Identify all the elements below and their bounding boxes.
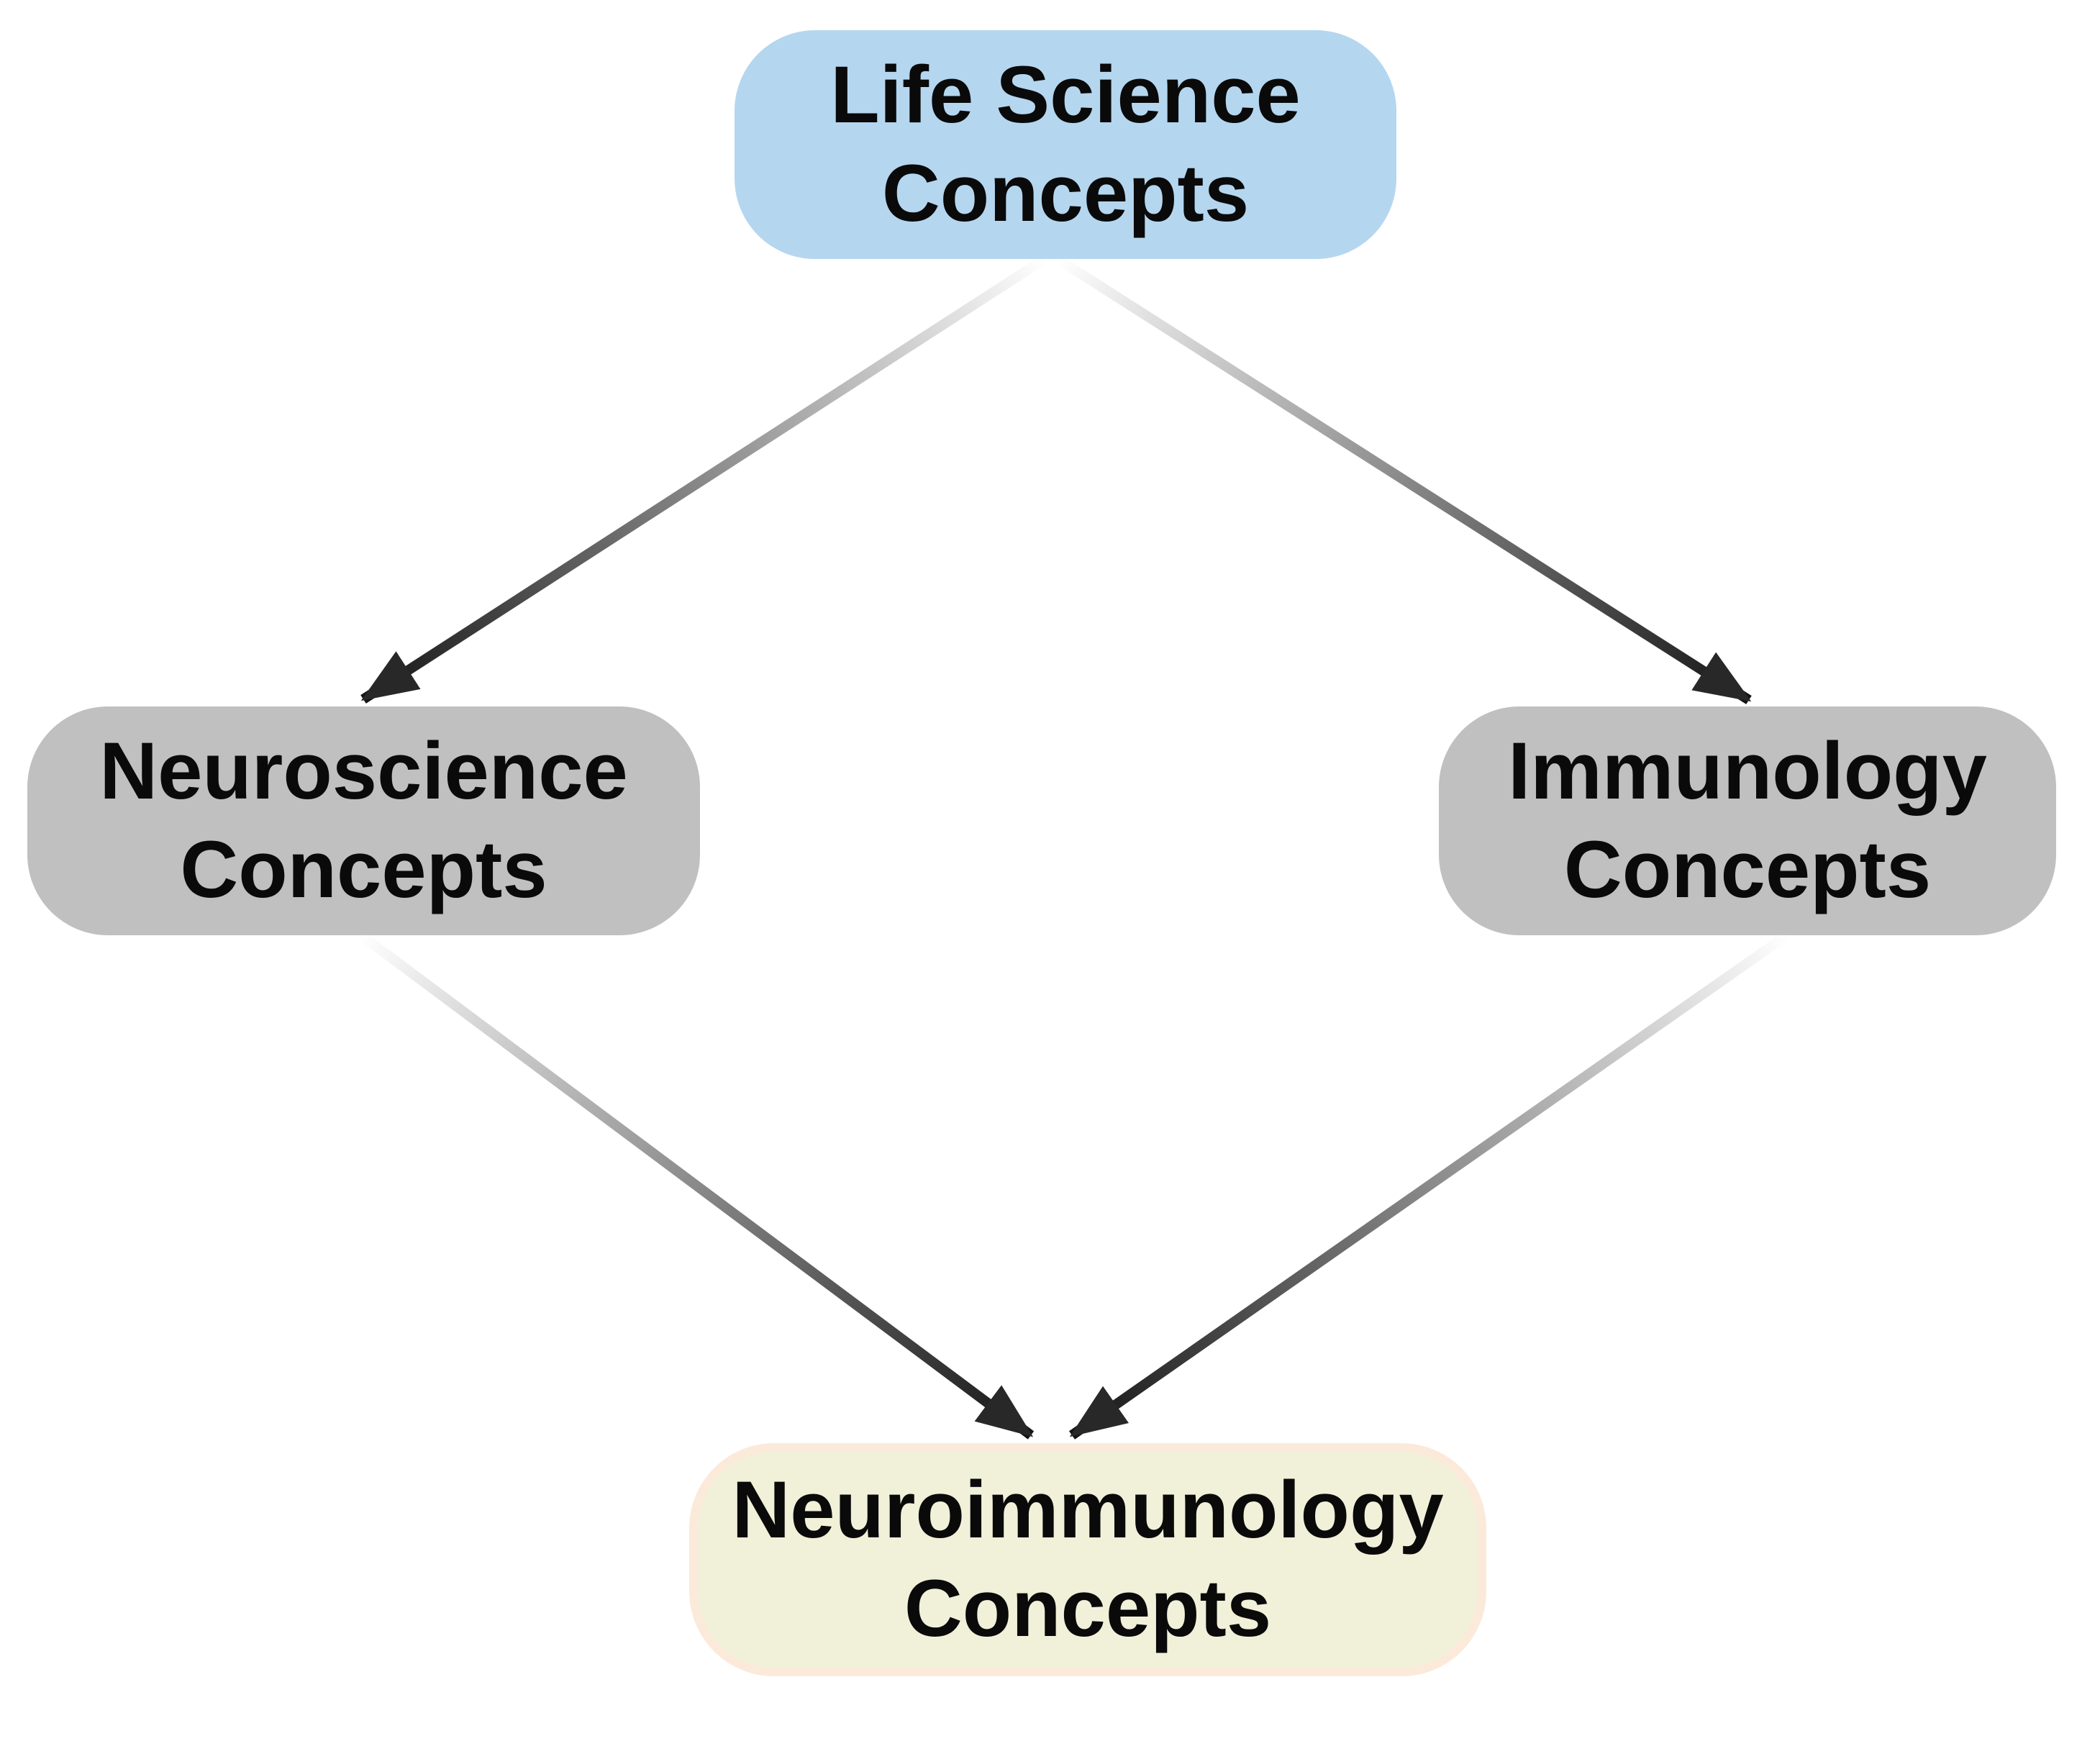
node-label-line: Neuroscience xyxy=(99,726,628,817)
node-label-line: Concepts xyxy=(881,148,1250,238)
edge-neuroscience-to-neuroimmunology xyxy=(358,931,1035,1440)
edge-life-to-neuroscience xyxy=(360,255,1047,704)
node-label-line: Concepts xyxy=(904,1563,1272,1653)
node-immunology-concepts: Immunology Concepts xyxy=(1439,706,2056,935)
node-label-line: Concepts xyxy=(1563,824,1932,914)
node-neuroimmunology-concepts: Neuroimmunology Concepts xyxy=(689,1443,1486,1676)
node-life-science-concepts: Life Science Concepts xyxy=(735,30,1396,259)
node-label-line: Neuroimmunology xyxy=(732,1465,1444,1555)
node-label-line: Immunology xyxy=(1508,726,1987,817)
edge-immunology-to-neuroimmunology xyxy=(1068,931,1791,1440)
edge-life-to-immunology xyxy=(1055,255,1752,704)
node-label-line: Life Science xyxy=(830,50,1301,140)
node-neuroscience-concepts: Neuroscience Concepts xyxy=(27,706,700,935)
node-label-line: Concepts xyxy=(180,824,547,914)
